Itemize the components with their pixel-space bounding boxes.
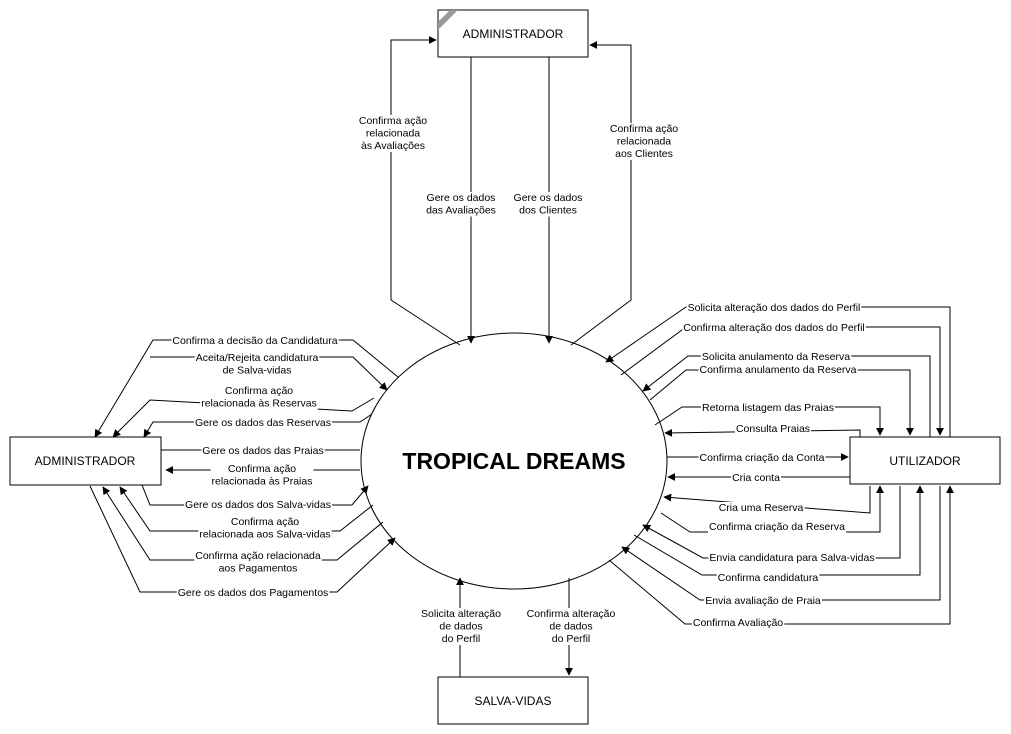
flow-label-left-10: Gere os dados dos Pagamentos xyxy=(178,587,329,599)
flow-label-bg xyxy=(700,351,852,363)
flow-label-bg xyxy=(184,499,332,511)
flow-label-bg xyxy=(691,617,785,629)
flow-label-bg xyxy=(201,445,325,457)
flow-label-left-7: Gere os dados dos Salva-vidas xyxy=(185,499,331,511)
flow-label-bg xyxy=(731,472,782,484)
flow-label-bg xyxy=(701,402,835,414)
flow-label-right-11: Envia candidatura para Salva-vidas xyxy=(709,552,874,564)
flow-label-bg xyxy=(708,552,876,564)
flow-label-bg xyxy=(698,452,826,464)
entity-salva-vidas[interactable]: SALVA-VIDAS xyxy=(437,676,589,725)
entity-utilizador[interactable]: UTILIZADOR xyxy=(849,436,1001,485)
entity-label: ADMINISTRADOR xyxy=(35,454,136,468)
corner-fold-icon xyxy=(438,10,458,30)
flow-label-bg xyxy=(194,352,320,377)
flow-label-right-13: Envia avaliação de Praia xyxy=(705,595,821,607)
flow-label-bg xyxy=(686,302,862,314)
entity-label: ADMINISTRADOR xyxy=(463,27,564,41)
flow-label-right-1: Solicita alteração dos dados do Perfil xyxy=(688,302,861,314)
flow-label-right-6: Consulta Praias xyxy=(736,423,810,435)
flow-label-bg xyxy=(525,608,617,645)
flow-label-left-5: Gere os dados das Praias xyxy=(202,445,323,457)
flow-label-bg xyxy=(708,521,847,533)
flow-label-bg xyxy=(682,322,866,334)
flow-label-bg xyxy=(171,335,339,347)
system-title: TROPICAL DREAMS xyxy=(402,448,625,474)
flow-label-bg xyxy=(176,587,330,599)
flow-label-bg xyxy=(698,364,858,376)
entity-label: UTILIZADOR xyxy=(889,454,961,468)
flow-label-right-2: Confirma alteração dos dados do Perfil xyxy=(683,322,865,334)
flow-label-bg xyxy=(420,608,503,645)
flow-label-bg xyxy=(716,572,820,584)
central-process[interactable]: TROPICAL DREAMS xyxy=(360,332,668,590)
flow-label-right-12: Confirma candidatura xyxy=(718,572,819,584)
flow-label-left-4: Gere os dados das Reservas xyxy=(195,417,331,429)
flow-label-bg xyxy=(357,115,429,152)
flow-label-right-7: Confirma criação da Conta xyxy=(700,452,825,464)
flow-label-left-1: Confirma a decisão da Candidatura xyxy=(172,335,337,347)
flow-label-right-9: Cria uma Reserva xyxy=(719,502,804,514)
flow-label-right-4: Confirma anulamento da Reserva xyxy=(700,364,857,376)
flow-label-right-14: Confirma Avaliação xyxy=(693,617,783,629)
flow-label-bg xyxy=(425,192,497,217)
flow-label-right-10: Confirma criação da Reserva xyxy=(709,521,845,533)
flow-label-right-3: Solicita anulamento da Reserva xyxy=(702,351,850,363)
flow-label-bg xyxy=(194,550,322,575)
flow-label-bg xyxy=(717,502,805,514)
entity-admin-left[interactable]: ADMINISTRADOR xyxy=(9,436,162,486)
entity-label: SALVA-VIDAS xyxy=(475,694,552,708)
flow-label-bg xyxy=(512,192,584,217)
flow-label-right-5: Retorna listagem das Praias xyxy=(702,402,834,414)
flow-label-right-8: Cria conta xyxy=(732,472,780,484)
flow-label-bg xyxy=(210,463,314,488)
flow-label-bg xyxy=(608,123,680,160)
entity-admin-top[interactable]: ADMINISTRADOR xyxy=(437,9,589,58)
flow-label-bg xyxy=(200,385,318,410)
flow-label-bg xyxy=(198,516,332,541)
flow-label-bg xyxy=(194,417,332,429)
flow-label-bg xyxy=(734,423,812,435)
flow-label-bg xyxy=(704,595,822,607)
